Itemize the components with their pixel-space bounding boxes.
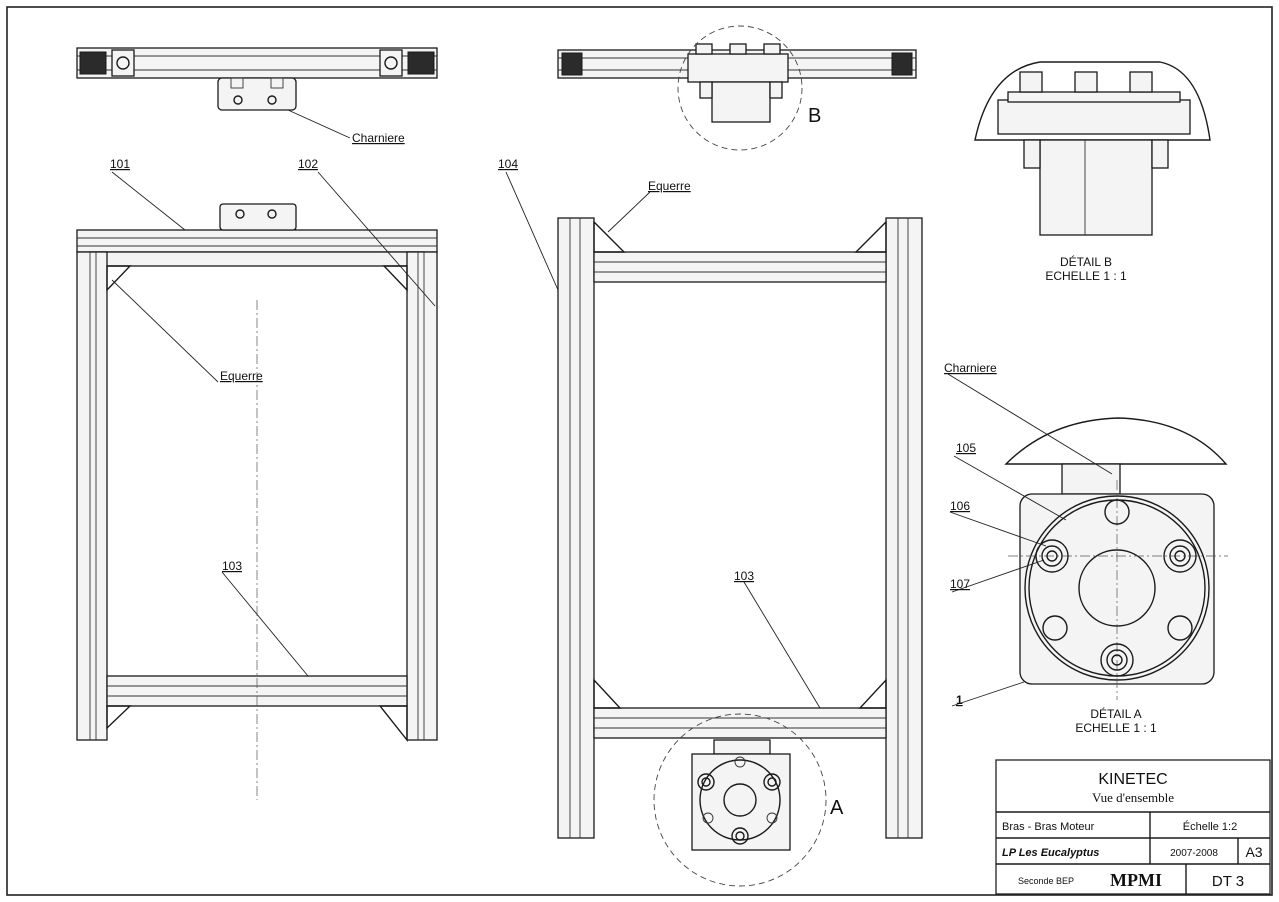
tb-scale: Échelle 1:2 xyxy=(1183,820,1237,833)
label-103-left: 103 xyxy=(222,559,242,573)
label-101: 101 xyxy=(110,157,130,171)
front-view-left xyxy=(76,203,438,800)
sheet-border xyxy=(6,6,1273,896)
tb-doc: DT 3 xyxy=(1212,873,1244,890)
callout-labels: Charniere 101 102 Equerre 103 104 Equerr… xyxy=(110,105,997,819)
label-equerre-mid: Equerre xyxy=(648,179,691,193)
tb-part: Bras - Bras Moteur xyxy=(1002,821,1095,833)
leader-lines xyxy=(111,109,1113,709)
top-view-left xyxy=(76,47,438,111)
detail-b-title: DÉTAIL B xyxy=(1060,254,1112,269)
tb-format: A3 xyxy=(1245,844,1262,860)
tb-year: 2007-2008 xyxy=(1170,848,1218,859)
detail-titles: DÉTAIL B ECHELLE 1 : 1 DÉTAIL A ECHELLE … xyxy=(1045,254,1157,735)
label-102: 102 xyxy=(298,157,318,171)
tb-school: LP Les Eucalyptus xyxy=(1002,847,1099,859)
label-105: 105 xyxy=(956,441,976,455)
front-view-middle xyxy=(557,217,923,887)
top-view-middle xyxy=(557,25,917,151)
label-1: 1 xyxy=(956,693,963,707)
tb-subtitle: Vue d'ensemble xyxy=(1092,790,1174,805)
label-104: 104 xyxy=(498,157,518,171)
tb-section: MPMI xyxy=(1110,870,1162,890)
label-103-mid: 103 xyxy=(734,569,754,583)
label-equerre-left: Equerre xyxy=(220,369,263,383)
detail-a-view xyxy=(1004,417,1228,700)
label-a: A xyxy=(830,797,844,819)
label-106: 106 xyxy=(950,499,970,513)
title-block: KINETEC Vue d'ensemble Bras - Bras Moteu… xyxy=(995,759,1271,895)
tb-class: Seconde BEP xyxy=(1018,876,1074,886)
detail-a-title: DÉTAIL A xyxy=(1090,706,1141,721)
label-b: B xyxy=(808,105,821,127)
label-charniere-right: Charniere xyxy=(944,361,997,375)
detail-b-view xyxy=(974,61,1211,236)
tb-company: KINETEC xyxy=(1098,771,1167,788)
detail-a-scale: ECHELLE 1 : 1 xyxy=(1075,721,1157,735)
label-107: 107 xyxy=(950,577,970,591)
detail-b-scale: ECHELLE 1 : 1 xyxy=(1045,269,1127,283)
label-charniere-top: Charniere xyxy=(352,131,405,145)
